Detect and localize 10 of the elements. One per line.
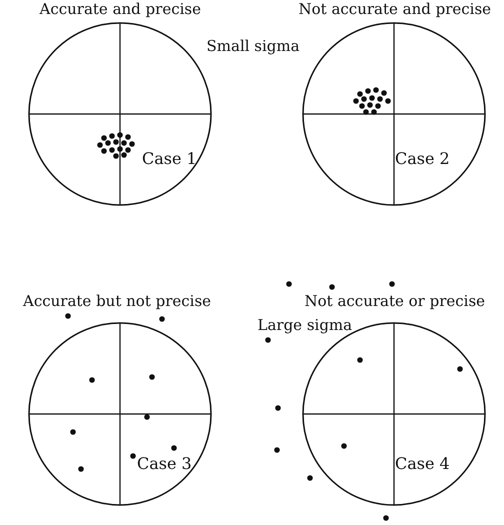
target-heading: Accurate but not precise xyxy=(23,292,212,310)
sigma-label: Large sigma xyxy=(258,316,352,334)
case-label: Case 3 xyxy=(137,455,192,473)
case-label: Case 1 xyxy=(142,150,197,168)
case-label: Case 4 xyxy=(395,455,450,473)
target-heading: Not accurate or precise xyxy=(304,292,486,310)
case-label: Case 2 xyxy=(395,150,450,168)
target-heading: Accurate and precise xyxy=(40,0,201,18)
target-heading: Not accurate and precise xyxy=(298,0,492,18)
sigma-label: Small sigma xyxy=(206,37,300,55)
